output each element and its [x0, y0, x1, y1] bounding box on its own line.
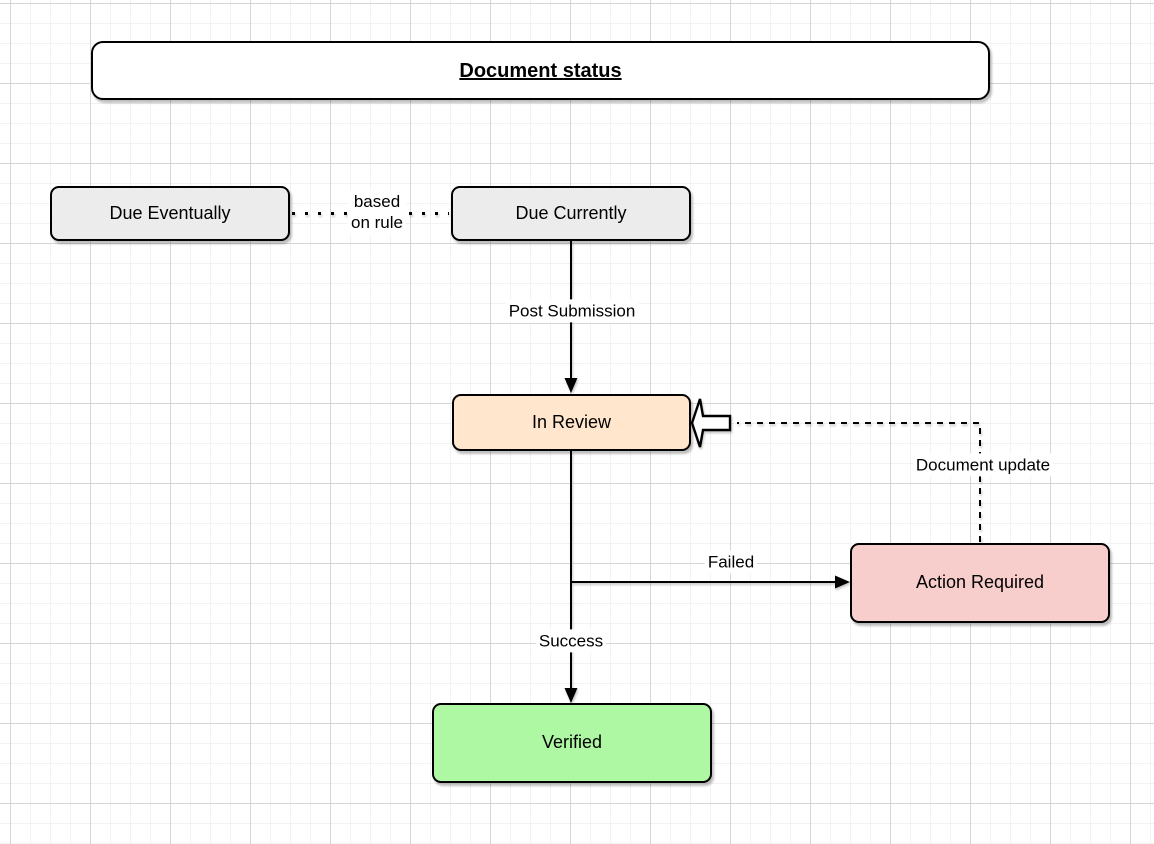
- node-in-review[interactable]: In Review: [452, 394, 691, 451]
- node-action-required[interactable]: Action Required: [850, 543, 1110, 623]
- edge-label-document-update[interactable]: Document update: [912, 453, 1054, 477]
- node-label: Action Required: [915, 572, 1045, 593]
- page-title: Document status: [459, 59, 622, 82]
- edge-success[interactable]: [564, 451, 578, 703]
- node-due-currently[interactable]: Due Currently: [451, 186, 691, 241]
- edge-label-success[interactable]: Success: [535, 629, 607, 653]
- node-verified[interactable]: Verified: [432, 703, 712, 783]
- node-due-eventually[interactable]: Due Eventually: [50, 186, 290, 241]
- node-label: In Review: [531, 411, 612, 432]
- node-label: Due Currently: [515, 202, 627, 223]
- hollow-arrowhead: [690, 398, 732, 448]
- edge-label-failed[interactable]: Failed: [704, 550, 758, 574]
- edge-label-based-on-rule[interactable]: based on rule: [348, 189, 406, 235]
- edge-label-post-submission[interactable]: Post Submission: [505, 299, 639, 323]
- node-label: Verified: [541, 732, 603, 753]
- node-title[interactable]: Document status: [91, 41, 990, 100]
- edge-failed[interactable]: [571, 575, 850, 589]
- edge-document-update[interactable]: [690, 398, 981, 542]
- node-label: Due Eventually: [109, 202, 231, 223]
